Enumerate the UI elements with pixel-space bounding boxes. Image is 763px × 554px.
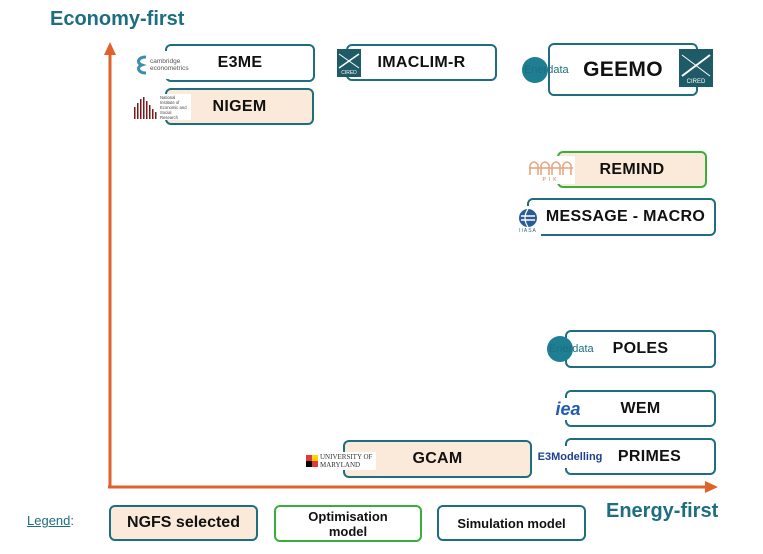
e3modelling-logo-text: E3Modelling [537, 451, 603, 463]
legend-optimisation-line1: Optimisation [308, 508, 388, 524]
cired-mark-icon [338, 53, 360, 69]
cired-logo-text-geemo: CIRED [686, 79, 706, 85]
model-label-imaclim: IMACLIM-R [377, 53, 466, 71]
legend-simulation-label: Simulation model [457, 515, 566, 531]
model-label-remind: REMIND [599, 160, 665, 178]
e3modelling-logo: E3Modelling [537, 446, 603, 468]
cired-logo-text-imaclim: CIRED [341, 70, 357, 76]
model-label-e3me: E3ME [217, 54, 263, 71]
niesr-bars-icon [134, 97, 157, 119]
iiasa-logo-text: IIASA [519, 227, 537, 234]
enerdata-logo-geemo: Enerdata [522, 57, 580, 83]
iea-logo-text: iea [555, 398, 581, 419]
model-box-imaclim: IMACLIM-R [346, 44, 497, 81]
model-box-remind: REMIND [557, 151, 707, 188]
enerdata-logo-poles: Enerdata [547, 336, 605, 362]
enerdata-circle-icon [522, 57, 548, 83]
model-box-message: MESSAGE - MACRO [527, 198, 716, 236]
model-label-message: MESSAGE - MACRO [545, 208, 706, 225]
model-label-poles: POLES [612, 340, 669, 357]
umd-logo: UNIVERSITY OF MARYLAND [306, 452, 376, 470]
model-label-wem: WEM [620, 399, 661, 417]
ce-mark-icon [137, 55, 147, 75]
legend-ngfs-selected: NGFS selected [109, 505, 258, 541]
model-label-primes: PRIMES [617, 447, 682, 465]
y-axis-arrow [104, 42, 116, 55]
model-box-poles: POLES [565, 330, 716, 368]
niesr-logo: National Institute of Economic and Socia… [133, 94, 191, 120]
umd-flag-icon [306, 455, 318, 467]
legend-simulation-model: Simulation model [437, 505, 586, 541]
enerdata-logo-text-geemo: Enerdata [524, 64, 569, 76]
enerdata-logo-text-poles: Enerdata [549, 343, 594, 355]
model-label-geemo: GEEMO [583, 57, 663, 81]
model-box-geemo: GEEMO [548, 43, 698, 96]
niesr-logo-text: National Institute of Economic and Socia… [160, 94, 187, 120]
pik-logo-text: PIK [542, 177, 560, 183]
legend-ngfs-label: NGFS selected [127, 514, 240, 531]
cambridge-econometrics-logo: cambridge econometrics [134, 51, 194, 79]
cambridge-logo-text: cambridge econometrics [150, 58, 189, 72]
umd-logo-text: UNIVERSITY OF MARYLAND [320, 453, 373, 469]
pik-arches-icon [529, 161, 573, 175]
model-box-wem: WEM [565, 390, 716, 427]
iiasa-logo: IIASA [515, 206, 541, 236]
legend-optimisation-line2: model [328, 523, 368, 539]
cired-mark-icon [681, 54, 711, 77]
legend-title-text: Legend [27, 513, 71, 528]
pik-logo: PIK [527, 156, 575, 184]
legend-title: Legend: [27, 513, 74, 528]
iea-logo: iea [547, 398, 589, 420]
legend-colon: : [70, 513, 75, 528]
y-axis-title: Economy-first [50, 8, 185, 30]
model-label-gcam: GCAM [412, 450, 463, 467]
x-axis-arrow [705, 481, 718, 493]
cired-logo-imaclim: CIRED [337, 49, 361, 77]
iiasa-globe-icon [519, 208, 537, 227]
enerdata-circle-icon [547, 336, 573, 362]
cired-logo-geemo: CIRED [679, 49, 713, 87]
model-label-nigem: NIGEM [212, 97, 267, 115]
x-axis-title: Energy-first [606, 500, 719, 522]
legend-optimisation-model: Optimisation model [274, 505, 422, 542]
